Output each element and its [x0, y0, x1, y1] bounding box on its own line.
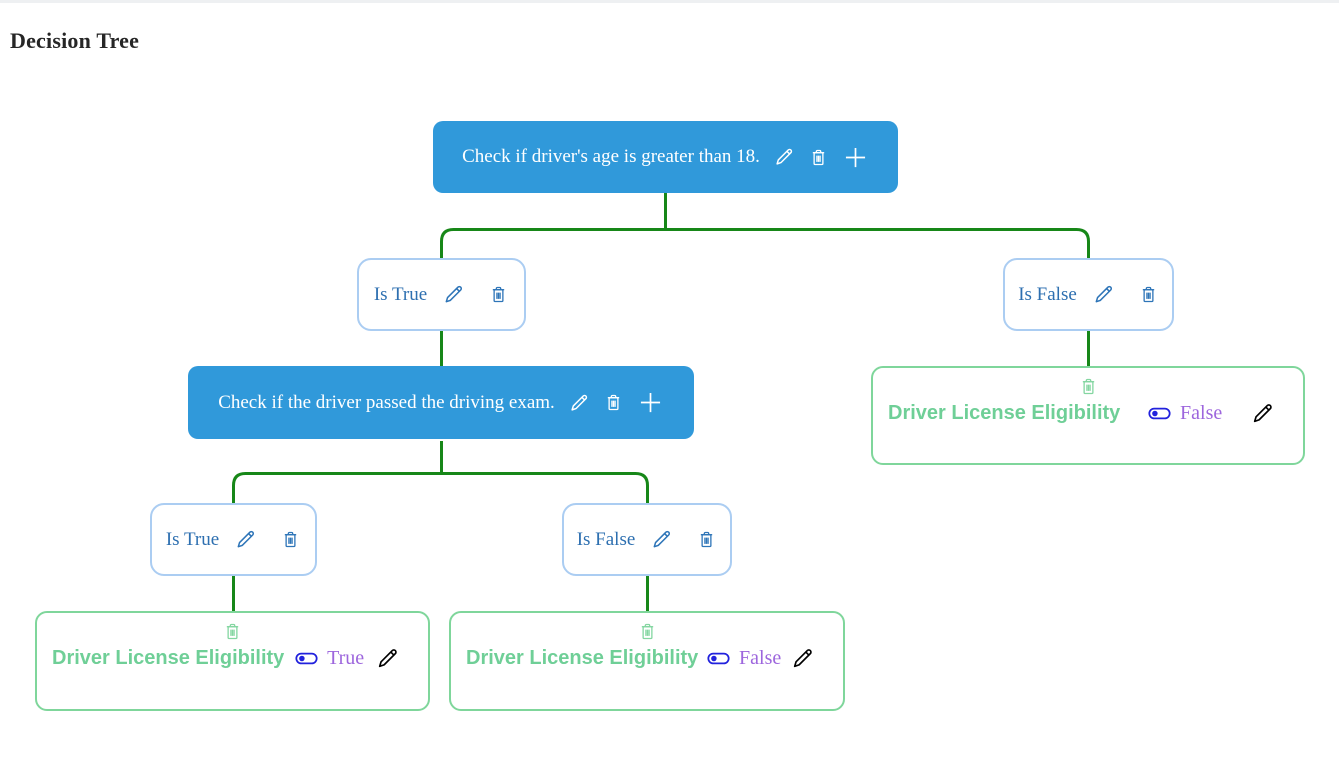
eligibility-value: True — [327, 647, 365, 669]
trash-icon — [488, 284, 509, 305]
trash-icon — [637, 621, 658, 642]
edit-button[interactable] — [773, 146, 795, 168]
branch-label: Is False — [576, 528, 636, 550]
edit-button[interactable] — [650, 528, 673, 551]
toggle-icon — [1148, 407, 1171, 420]
pencil-icon — [442, 283, 465, 306]
add-child-button[interactable] — [842, 144, 869, 171]
edit-button[interactable] — [568, 392, 590, 414]
branch-node-is-false: Is False — [1003, 258, 1174, 331]
leaf-node-exam-false: Driver License Eligibility False — [449, 611, 845, 711]
branch-label: Is False — [1018, 283, 1077, 305]
pencil-icon — [1250, 401, 1275, 426]
add-child-button[interactable] — [637, 389, 664, 416]
eligibility-value: False — [1180, 402, 1223, 424]
edit-button[interactable] — [790, 646, 815, 671]
trash-icon — [696, 529, 717, 550]
edit-button[interactable] — [1092, 283, 1115, 306]
plus-icon — [637, 389, 664, 416]
trash-icon — [1138, 284, 1159, 305]
pencil-icon — [650, 528, 673, 551]
pencil-icon — [790, 646, 815, 671]
pencil-icon — [568, 392, 590, 414]
trash-icon — [222, 621, 243, 642]
leaf-title: Driver License Eligibility — [52, 647, 285, 669]
branch-label: Is True — [373, 283, 428, 305]
delete-button[interactable] — [637, 621, 658, 642]
trash-icon — [808, 147, 829, 168]
edit-button[interactable] — [442, 283, 465, 306]
leaf-node-age-false: Driver License Eligibility False — [871, 366, 1305, 465]
delete-button[interactable] — [808, 147, 829, 168]
leaf-title: Driver License Eligibility — [466, 647, 699, 669]
plus-icon — [842, 144, 869, 171]
leaf-node-exam-true: Driver License Eligibility True — [35, 611, 430, 711]
root-question-node: Check if driver's age is greater than 18… — [433, 121, 898, 193]
delete-button[interactable] — [1138, 284, 1159, 305]
delete-button[interactable] — [222, 621, 243, 642]
pencil-icon — [375, 646, 400, 671]
branch-node-is-true: Is True — [357, 258, 526, 331]
leaf-title: Driver License Eligibility — [888, 402, 1121, 424]
branch-label: Is True — [165, 528, 220, 550]
question-text: Check if driver's age is greater than 18… — [462, 146, 760, 167]
pencil-icon — [773, 146, 795, 168]
delete-button[interactable] — [280, 529, 301, 550]
top-divider — [0, 0, 1339, 3]
eligibility-toggle[interactable] — [1148, 407, 1171, 420]
page-title: Decision Tree — [10, 28, 140, 53]
trash-icon — [280, 529, 301, 550]
edit-button[interactable] — [234, 528, 257, 551]
eligibility-toggle[interactable] — [295, 652, 318, 665]
branch-node-is-false-2: Is False — [562, 503, 732, 576]
eligibility-toggle[interactable] — [707, 652, 730, 665]
delete-button[interactable] — [696, 529, 717, 550]
pencil-icon — [1092, 283, 1115, 306]
trash-icon — [1078, 376, 1099, 397]
question-text: Check if the driver passed the driving e… — [218, 391, 555, 413]
branch-node-is-true-2: Is True — [150, 503, 317, 576]
pencil-icon — [234, 528, 257, 551]
delete-button[interactable] — [603, 392, 624, 413]
exam-question-node: Check if the driver passed the driving e… — [188, 366, 694, 439]
trash-icon — [603, 392, 624, 413]
edit-button[interactable] — [375, 646, 400, 671]
toggle-icon — [707, 652, 730, 665]
toggle-icon — [295, 652, 318, 665]
eligibility-value: False — [739, 647, 782, 669]
delete-button[interactable] — [1078, 376, 1099, 397]
edit-button[interactable] — [1250, 401, 1275, 426]
delete-button[interactable] — [488, 284, 509, 305]
